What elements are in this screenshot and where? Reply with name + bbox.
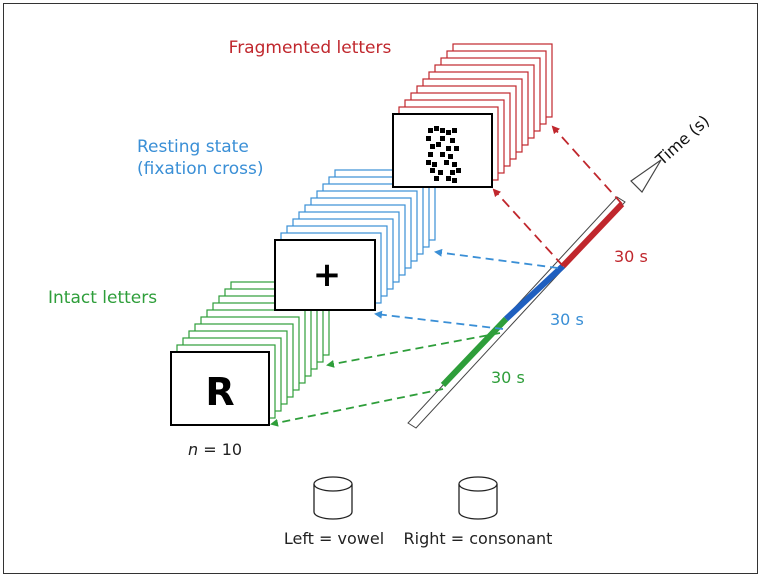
fragment-piece (434, 126, 439, 131)
fragment-piece (426, 160, 431, 165)
fragment-piece (434, 176, 439, 181)
fragment-piece (440, 128, 445, 133)
time-axis-label: Time (s) (651, 111, 713, 169)
left-response-label: Left = vowel (284, 529, 384, 548)
fragmented-duration: 30 s (614, 247, 648, 266)
intact-label: Intact letters (48, 288, 157, 308)
arrow-icon (630, 159, 662, 193)
fragment-piece (430, 144, 435, 149)
resting-front-frame: + (274, 239, 376, 311)
fragment-piece (452, 128, 457, 133)
fragmented-arrows (492, 125, 623, 267)
fragment-piece (432, 162, 437, 167)
fixation-cross: + (313, 255, 342, 295)
intact-duration: 30 s (491, 368, 525, 387)
fragment-piece (446, 176, 451, 181)
fragment-piece (428, 152, 433, 157)
intact-letter-stimulus: R (205, 370, 234, 414)
fragment-piece (428, 128, 433, 133)
fragmented-label: Fragmented letters (229, 38, 392, 58)
fragment-piece (452, 162, 457, 167)
fragmented-letter-pattern (426, 126, 461, 183)
fragment-piece (448, 154, 453, 159)
figure-border (3, 3, 758, 574)
intact-front-frame: R (170, 351, 270, 426)
intact-arrows (270, 332, 501, 427)
fragment-piece (450, 170, 455, 175)
fragment-piece (430, 168, 435, 173)
resting-label-line1: Resting state (137, 137, 249, 157)
fragment-piece (436, 142, 441, 147)
fragment-piece (440, 152, 445, 157)
fragment-piece (456, 168, 461, 173)
fragment-piece (450, 138, 455, 143)
fragmented-segment (560, 201, 625, 269)
fragment-piece (438, 170, 443, 175)
fragment-piece (446, 146, 451, 151)
fragment-piece (452, 178, 457, 183)
resting-label-line2: (fixation cross) (137, 159, 264, 179)
intact-segment (440, 316, 509, 388)
resting-arrows (374, 248, 559, 330)
resting-segment (503, 263, 566, 322)
fragment-piece (440, 136, 445, 141)
trial-count-label: n = 10 (188, 440, 242, 459)
fragment-piece (426, 136, 431, 141)
cylinder-button-icon (458, 476, 498, 520)
fragment-piece (454, 146, 459, 151)
fragmented-front-frame (392, 113, 493, 188)
right-response-label: Right = consonant (404, 529, 553, 548)
cylinder-button-icon (313, 476, 353, 520)
fragment-piece (446, 130, 451, 135)
resting-duration: 30 s (550, 310, 584, 329)
time-axis (407, 159, 662, 429)
fragment-piece (444, 160, 449, 165)
